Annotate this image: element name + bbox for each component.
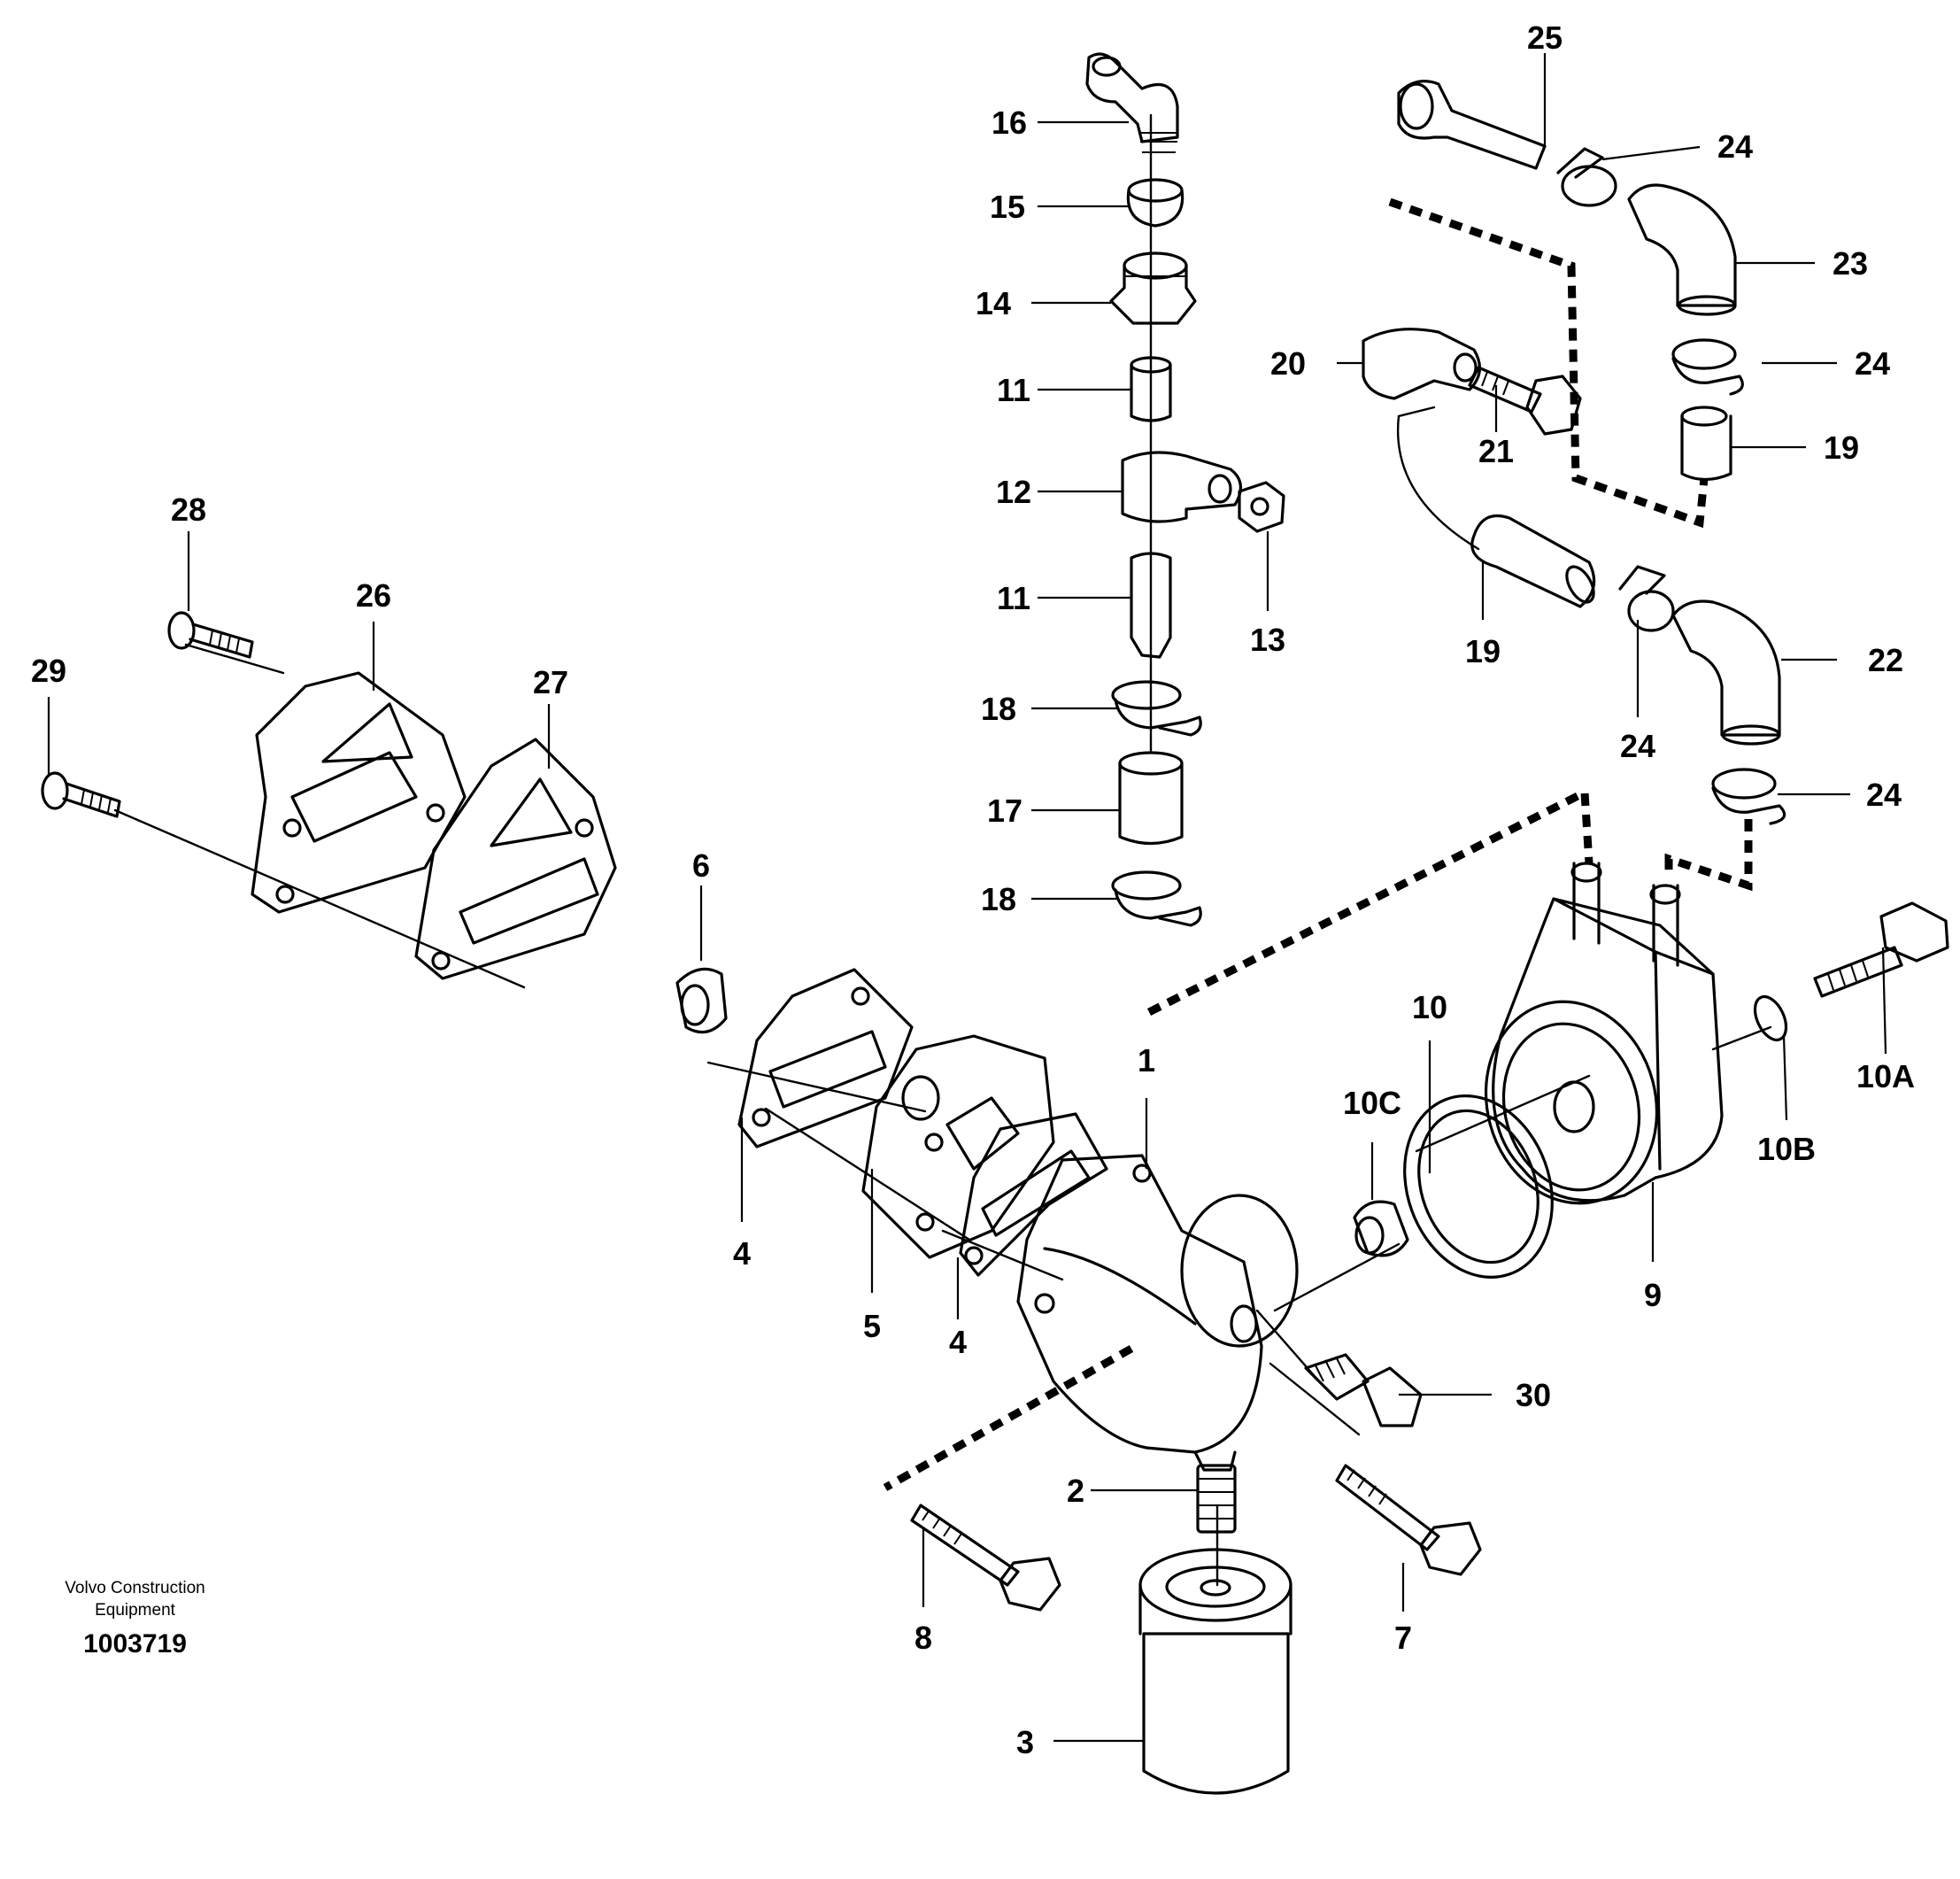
callout-27: 27 bbox=[533, 664, 568, 700]
part-16-elbow bbox=[1085, 52, 1179, 153]
leader-lines bbox=[47, 53, 1887, 1743]
part-5-adapter bbox=[861, 1034, 1055, 1259]
callout-26: 26 bbox=[356, 577, 391, 614]
part-11-sleeve-lower bbox=[1130, 552, 1172, 659]
hose-dashed-routes bbox=[883, 197, 1753, 1491]
part-15-ferrule bbox=[1126, 178, 1184, 228]
callout-17: 17 bbox=[987, 793, 1022, 829]
part-18-hose-clamp-lower bbox=[1111, 870, 1202, 927]
callout-7: 7 bbox=[1394, 1620, 1412, 1656]
callout-13: 13 bbox=[1250, 622, 1285, 658]
callout-20: 20 bbox=[1270, 345, 1306, 382]
callout-6: 6 bbox=[692, 847, 710, 884]
brand-name-line1: Volvo Construction bbox=[65, 1579, 205, 1597]
callout-11-lower: 11 bbox=[997, 580, 1030, 616]
part-25-nipple bbox=[1397, 80, 1547, 170]
callout-28: 28 bbox=[171, 491, 206, 528]
callout-10A: 10A bbox=[1856, 1058, 1915, 1094]
callout-25: 25 bbox=[1527, 19, 1563, 56]
drawing-number: 1003719 bbox=[83, 1629, 187, 1659]
part-4-gasket-right bbox=[959, 1112, 1108, 1277]
part-10B-o-ring bbox=[1753, 994, 1788, 1042]
callout-9: 9 bbox=[1644, 1277, 1662, 1313]
part-13-nut bbox=[1238, 481, 1285, 533]
callout-19-long: 19 bbox=[1465, 633, 1501, 669]
part-17-hose bbox=[1118, 751, 1184, 846]
part-1-filter-head bbox=[1016, 1154, 1299, 1472]
callout-11-upper: 11 bbox=[997, 372, 1030, 408]
part-10C-bushing bbox=[1353, 1200, 1409, 1257]
part-22-elbow-hose bbox=[1671, 599, 1781, 746]
callout-4-left: 4 bbox=[733, 1235, 751, 1272]
part-30-sensor bbox=[1304, 1353, 1423, 1427]
callout-4-right: 4 bbox=[949, 1324, 967, 1360]
part-19-hose-short bbox=[1680, 406, 1732, 482]
part-2-nipple bbox=[1196, 1464, 1237, 1534]
callout-24-c: 24 bbox=[1620, 728, 1655, 764]
part-24-clamp-b bbox=[1671, 338, 1744, 396]
part-12-clamp bbox=[1121, 451, 1242, 523]
callout-10B: 10B bbox=[1757, 1131, 1816, 1167]
callout-2: 2 bbox=[1067, 1473, 1084, 1509]
part-24-clamp-d bbox=[1711, 768, 1786, 825]
part-11-sleeve-upper bbox=[1130, 356, 1172, 422]
part-23-elbow-hose bbox=[1627, 183, 1737, 316]
part-29-bolt bbox=[41, 771, 121, 818]
alignment-lines bbox=[113, 113, 1772, 1587]
callout-1: 1 bbox=[1138, 1042, 1155, 1079]
callout-15: 15 bbox=[990, 189, 1025, 225]
part-24-clamp-a bbox=[1556, 147, 1617, 207]
callout-14: 14 bbox=[976, 285, 1011, 321]
part-10A-bolt bbox=[1813, 901, 1949, 998]
callout-3: 3 bbox=[1016, 1724, 1034, 1760]
part-20-clamp bbox=[1362, 328, 1481, 400]
callout-24-d: 24 bbox=[1866, 777, 1902, 813]
callout-8: 8 bbox=[914, 1620, 932, 1656]
callout-24-b: 24 bbox=[1855, 345, 1890, 382]
callout-16: 16 bbox=[992, 104, 1027, 141]
part-19-hose-long bbox=[1470, 514, 1596, 608]
callout-10: 10 bbox=[1412, 989, 1447, 1025]
part-24-clamp-c bbox=[1618, 565, 1675, 632]
part-9-oil-cooler bbox=[1484, 862, 1724, 1205]
part-27-gasket bbox=[414, 738, 617, 980]
part-3-oil-filter bbox=[1138, 1548, 1293, 1795]
part-18-hose-clamp-upper bbox=[1111, 680, 1202, 737]
callout-10C: 10C bbox=[1343, 1085, 1401, 1121]
part-10-seal-ring bbox=[1403, 1094, 1554, 1279]
callout-19-short: 19 bbox=[1824, 429, 1859, 466]
callout-21: 21 bbox=[1478, 433, 1514, 469]
part-28-bolt bbox=[167, 611, 254, 659]
part-26-cover bbox=[251, 671, 467, 914]
callout-23: 23 bbox=[1833, 245, 1868, 282]
brand-name-line2: Equipment bbox=[95, 1601, 175, 1620]
part-21-bolt bbox=[1468, 366, 1582, 436]
callout-12: 12 bbox=[996, 474, 1031, 510]
part-8-bolt bbox=[910, 1504, 1061, 1612]
callout-22: 22 bbox=[1868, 642, 1903, 678]
callout-18-lower: 18 bbox=[981, 881, 1016, 917]
part-7-bolt bbox=[1335, 1464, 1482, 1576]
callout-24-a: 24 bbox=[1717, 128, 1753, 165]
callout-5: 5 bbox=[863, 1308, 881, 1344]
callout-29: 29 bbox=[31, 653, 66, 689]
part-4-gasket-left bbox=[737, 968, 914, 1148]
callout-labels: 1 2 3 4 4 5 6 7 8 9 10 10A 10B 10C 11 11… bbox=[31, 19, 1915, 1760]
part-6-plug bbox=[675, 967, 728, 1034]
callout-18-upper: 18 bbox=[981, 691, 1016, 727]
callout-30: 30 bbox=[1516, 1377, 1551, 1413]
part-14-nut bbox=[1109, 251, 1197, 325]
